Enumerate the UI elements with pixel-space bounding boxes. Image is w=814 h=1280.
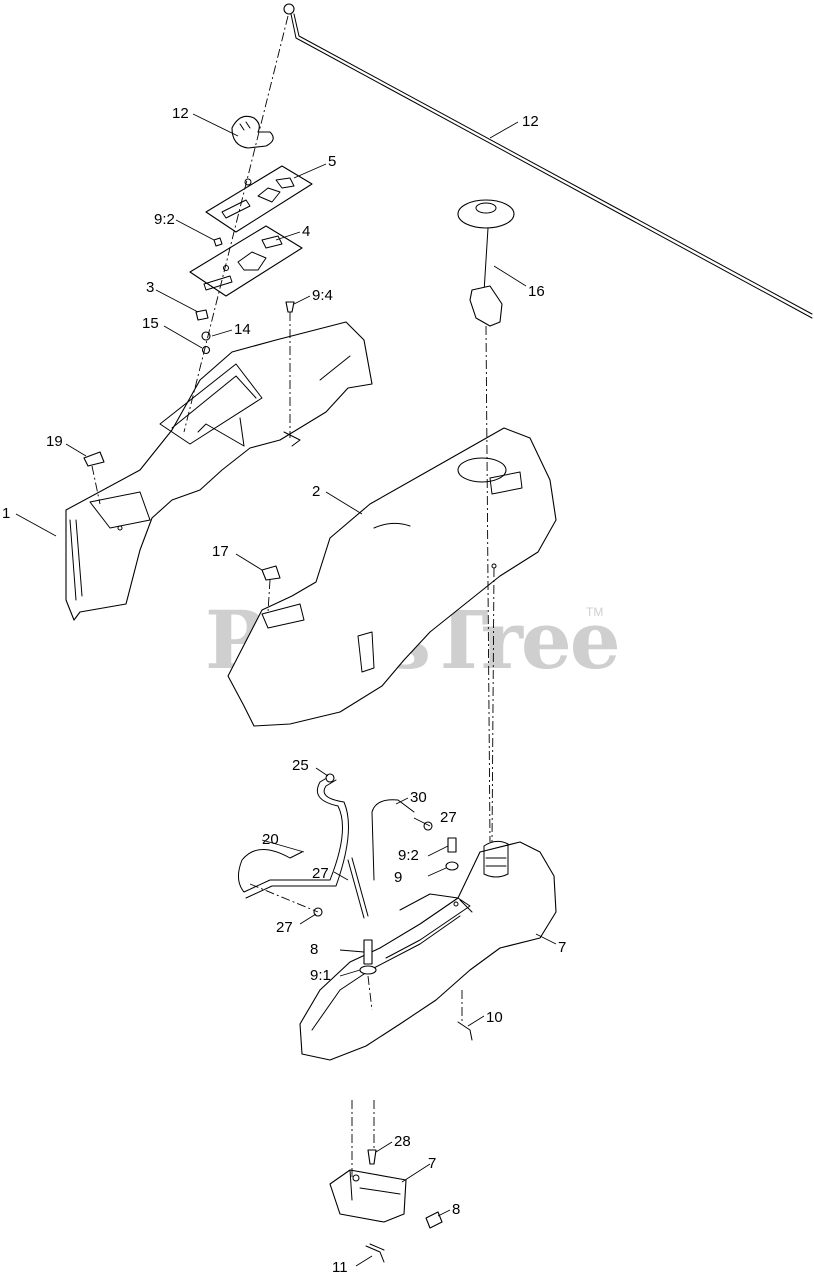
callout-9-2-lower: 9:1 (310, 967, 331, 984)
callout-14: 12 (522, 113, 539, 130)
callout-9-1: 8 (310, 941, 318, 958)
part-20-pad (83, 451, 105, 467)
callout-9-2-upper: 9 (394, 869, 402, 886)
callout-28: 27 (312, 865, 329, 882)
callout-10: 9:2 (154, 211, 175, 228)
part-9-fuel-tank (299, 840, 557, 1061)
part-13-knob (231, 115, 274, 149)
callout-2: 2 (312, 483, 320, 500)
callout-27-left: 27 (276, 919, 293, 936)
assembly-guides (91, 15, 495, 1180)
part-17-fuel-cap (457, 199, 515, 327)
callout-5: 5 (328, 153, 336, 170)
part-14-rod (283, 3, 813, 319)
callout-3: 3 (146, 279, 154, 296)
part-19-pad (261, 565, 281, 581)
callout-12-lower: 11 (332, 1259, 348, 1276)
callout-12-upper: 10 (486, 1009, 503, 1026)
part-1-shroud (65, 321, 373, 621)
callout-27-right: 27 (440, 809, 457, 826)
callout-20: 19 (46, 433, 63, 450)
callout-4: 4 (302, 223, 310, 240)
part-7-bracket (329, 1169, 407, 1223)
callout-labels: 12 12 5 9:2 4 16 9:4 3 15 14 19 1 2 17 2… (2, 105, 566, 1276)
callout-9-4: 9:2 (398, 847, 419, 864)
part-29-fastener (367, 1149, 377, 1165)
part-28-tie (347, 857, 369, 919)
part-2-fender (227, 427, 557, 727)
callout-9: 7 (558, 939, 566, 956)
callout-25: 20 (262, 831, 279, 848)
part-4-plate (189, 225, 303, 297)
callout-16: 15 (142, 315, 159, 332)
leader-lines (15, 113, 557, 1267)
callout-7-visible: 7 (428, 1155, 436, 1172)
part-30-vent-tube (371, 799, 415, 881)
callout-19: 17 (212, 543, 229, 560)
callout-15: 14 (234, 321, 251, 338)
part-25-fuel-line (238, 773, 349, 899)
callout-17: 16 (528, 283, 545, 300)
callout-1: 1 (2, 505, 10, 522)
callout-8-visible: 8 (452, 1201, 460, 1218)
callout-30: 30 (410, 789, 427, 806)
part-5-plate (205, 165, 313, 233)
part-12-clip-upper (457, 1021, 473, 1041)
callout-11: 9:4 (312, 287, 333, 304)
part-12-clip-lower (365, 1243, 385, 1263)
callout-27-top: 25 (292, 757, 309, 774)
callout-29: 28 (394, 1133, 411, 1150)
part-8-bolt (425, 1211, 443, 1229)
watermark-trademark: TM (586, 605, 603, 619)
callout-13: 12 (172, 105, 189, 122)
